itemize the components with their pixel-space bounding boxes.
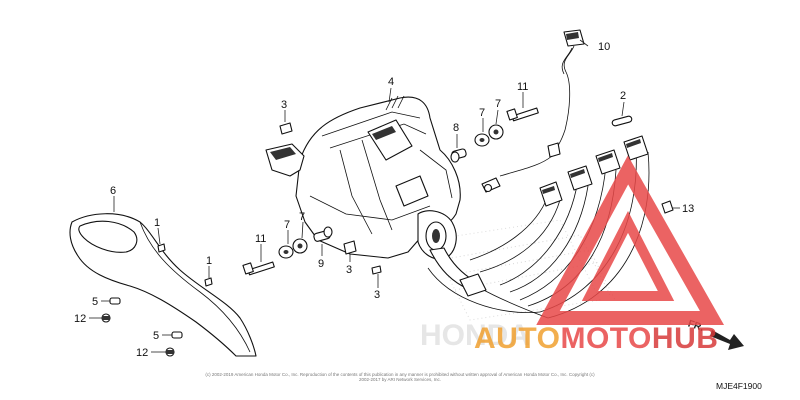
callout-6: 6 (110, 185, 116, 197)
callout-13: 13 (682, 203, 694, 215)
diagram-reference-code: MJE4F1900 (716, 381, 762, 391)
faded-brand-text: HONDA (420, 319, 530, 352)
callout-11-right: 11 (517, 81, 528, 93)
clip-1-upper (157, 243, 166, 253)
callout-7-right-b: 7 (495, 98, 501, 110)
callout-4: 4 (388, 76, 394, 88)
callout-12-upper: 12 (74, 313, 86, 325)
watermark-triangle-logo (536, 155, 725, 325)
callout-2: 2 (620, 90, 626, 102)
o2-sensor (481, 29, 585, 193)
nut-13 (661, 200, 674, 214)
automotohub-watermark: AUTOMOTOHUB (474, 155, 725, 355)
callout-3-top: 3 (281, 99, 287, 111)
gasket-2 (611, 115, 633, 127)
pipe-flange-3 (595, 149, 621, 175)
callout-5-lower: 5 (153, 330, 159, 342)
watermark-brand-auto: AUTOMOTOHUB (474, 322, 718, 355)
muffler-cover (69, 213, 257, 357)
copyright-notice: (c) 2002-2019 American Honda Motor Co., … (205, 372, 595, 382)
callout-10: 10 (598, 41, 610, 53)
pipe-flange-4 (623, 135, 649, 161)
pipe-flange-1 (539, 181, 563, 207)
collar-5-lower (171, 331, 183, 339)
callout-1-lower: 1 (206, 255, 212, 267)
collar-8 (450, 148, 467, 163)
grommet-3-top (279, 122, 293, 135)
pipe-flange-2 (567, 165, 593, 191)
grommet-3-low (371, 265, 382, 275)
rubber-7-right-a (474, 133, 490, 147)
bolt-11-right (506, 107, 539, 122)
rubber-7-left-b (292, 238, 308, 254)
callout-8: 8 (453, 122, 459, 134)
muffler-assembly (265, 95, 487, 297)
callout-1-upper: 1 (154, 217, 160, 229)
callouts: 4 3 10 2 11 7 7 8 13 6 1 1 11 7 7 9 3 3 … (74, 41, 694, 359)
callout-7-right-a: 7 (479, 107, 485, 119)
callout-7-left-b: 7 (299, 211, 305, 223)
bolt-11-left (242, 261, 275, 276)
callout-12-lower: 12 (136, 347, 148, 359)
collar-9 (313, 226, 333, 242)
rubber-7-right-b (488, 124, 504, 140)
leader-lines (89, 39, 680, 353)
callout-3-low: 3 (374, 289, 380, 301)
callout-9: 9 (318, 258, 324, 270)
collar-5-upper (109, 297, 121, 305)
rubber-7-left-a (278, 245, 294, 259)
grommet-3-mid (343, 240, 357, 255)
clip-1-lower (204, 277, 213, 287)
callout-3-mid: 3 (346, 264, 352, 276)
callout-5-upper: 5 (92, 296, 98, 308)
callout-11-left: 11 (255, 233, 266, 245)
callout-7-left-a: 7 (284, 219, 290, 231)
bolt-12-upper (101, 313, 111, 323)
bolt-12-lower (165, 347, 175, 357)
